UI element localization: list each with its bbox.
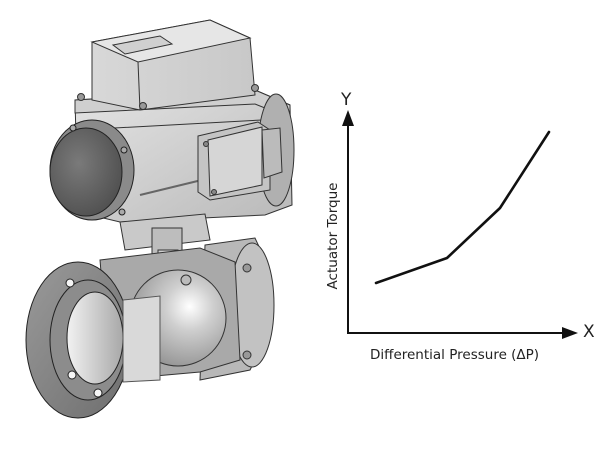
valve-actuator-illustration [25,19,295,419]
terminal-box [197,121,283,201]
y-axis-label: Actuator Torque [325,182,341,290]
y-axis-letter: Y [341,90,352,110]
y-axis-arrow-icon [342,110,354,126]
y-axis [342,110,354,333]
x-axis-arrow-icon [562,327,578,339]
x-axis-label: Differential Pressure (ΔP) [370,347,540,363]
x-axis [347,327,578,339]
flanged-valve-body-left [25,261,161,419]
body-bolt [242,263,252,273]
x-axis-letter: X [583,322,595,342]
body-bolt [242,350,252,360]
actuator-top-cover [77,19,259,111]
torque-curve [374,130,551,285]
handwheel-cap [49,119,135,221]
flange-bolt-holes [65,278,103,398]
mounting-bracket [119,213,211,271]
torque-vs-pressure-chart [342,110,578,339]
